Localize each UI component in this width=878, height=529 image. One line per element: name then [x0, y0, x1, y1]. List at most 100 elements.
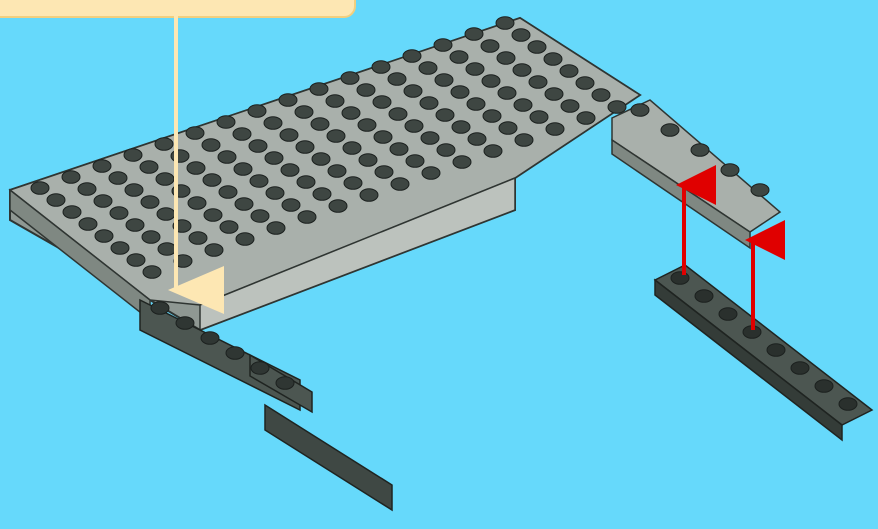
stud [515, 134, 533, 147]
stud [250, 175, 268, 188]
stud [142, 231, 160, 244]
stud [576, 77, 594, 90]
stud [217, 116, 235, 129]
stud [188, 197, 206, 210]
stud [280, 129, 298, 142]
stud [466, 63, 484, 76]
stud [234, 163, 252, 176]
stud [329, 200, 347, 213]
stud [202, 139, 220, 152]
stud [79, 218, 97, 231]
stud [390, 143, 408, 156]
stud [205, 244, 223, 257]
stud [497, 52, 515, 65]
stud [189, 232, 207, 245]
stud [203, 174, 221, 187]
stud [560, 65, 578, 78]
stud [561, 100, 579, 113]
stud [126, 219, 144, 232]
stud [281, 164, 299, 177]
stud [226, 347, 244, 360]
stud [512, 29, 530, 42]
stud [220, 221, 238, 234]
stud [481, 40, 499, 53]
stud [419, 62, 437, 75]
stud [545, 88, 563, 101]
stud [155, 138, 173, 151]
stud [327, 130, 345, 143]
stud [391, 178, 409, 191]
stud [279, 94, 297, 107]
stud [468, 133, 486, 146]
stud [513, 64, 531, 77]
stud [434, 39, 452, 52]
stud [372, 61, 390, 74]
stud [719, 308, 737, 321]
stud [312, 153, 330, 166]
stud [467, 98, 485, 111]
stud [499, 122, 517, 135]
stud [815, 380, 833, 393]
stud [403, 50, 421, 63]
right-plate [612, 100, 780, 248]
stud [405, 120, 423, 133]
stud [631, 104, 649, 117]
stud [31, 182, 49, 195]
stud [176, 317, 194, 330]
stud [671, 272, 689, 285]
stud [388, 73, 406, 86]
stud [357, 84, 375, 97]
front-plate [140, 300, 392, 510]
stud [530, 111, 548, 124]
stud [546, 123, 564, 136]
stud [422, 167, 440, 180]
stud [721, 164, 739, 177]
stud [109, 172, 127, 185]
stud [389, 108, 407, 121]
stud [282, 199, 300, 212]
large-plate [10, 17, 640, 330]
stud [451, 86, 469, 99]
stud [266, 187, 284, 200]
stud [767, 344, 785, 357]
stud [544, 53, 562, 66]
stud [127, 254, 145, 267]
loose-plate [655, 265, 872, 440]
stud [360, 189, 378, 202]
stud [124, 149, 142, 162]
stud [592, 89, 610, 102]
stud [186, 127, 204, 140]
stud [204, 209, 222, 222]
stud [791, 362, 809, 375]
stud [267, 222, 285, 235]
stud [158, 243, 176, 256]
stud [421, 132, 439, 145]
stud [248, 105, 266, 118]
stud [187, 162, 205, 175]
stud [313, 188, 331, 201]
stud [577, 112, 595, 125]
stud [420, 97, 438, 110]
stud [453, 156, 471, 169]
stud [328, 165, 346, 178]
stud [661, 124, 679, 137]
stud [437, 144, 455, 157]
stud [201, 332, 219, 345]
stud [297, 176, 315, 189]
stud [452, 121, 470, 134]
stud [311, 118, 329, 131]
stud [295, 106, 313, 119]
stud [373, 96, 391, 109]
stud [484, 145, 502, 158]
stud [751, 184, 769, 197]
stud [94, 195, 112, 208]
stud [326, 95, 344, 108]
stud [450, 51, 468, 64]
stud [233, 128, 251, 141]
stud [404, 85, 422, 98]
stud [78, 183, 96, 196]
stud [482, 75, 500, 88]
stud [110, 207, 128, 220]
stud [151, 302, 169, 315]
